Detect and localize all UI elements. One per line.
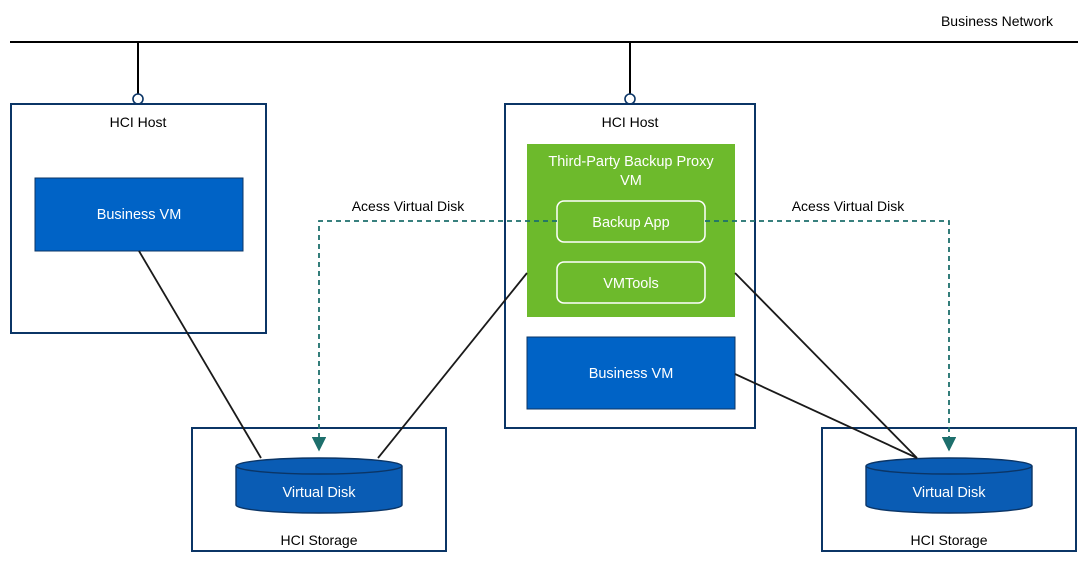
storage-title: HCI Storage: [280, 532, 357, 548]
link-proxy-to-right-disk: [734, 272, 918, 459]
business-vm-left: [34, 177, 244, 252]
access-label-right: Acess Virtual Disk: [792, 198, 906, 214]
storage-links: [138, 250, 918, 459]
business-vm-center: [526, 336, 736, 410]
port-connector-icon: [132, 93, 144, 105]
vmtools-box: [556, 261, 706, 304]
business-network: Business Network: [10, 13, 1078, 43]
storage-title: HCI Storage: [910, 532, 987, 548]
host-center-network-link: [624, 42, 636, 105]
host-title: HCI Host: [602, 114, 659, 130]
link-center-vm-to-right-disk: [734, 373, 918, 459]
access-path-right: Acess Virtual Disk: [705, 198, 957, 452]
host-title: HCI Host: [110, 114, 167, 130]
host-left-network-link: [132, 42, 144, 105]
hci-storage-right: Virtual Disk HCI Storage: [821, 427, 1077, 552]
link-proxy-to-left-disk: [377, 272, 528, 459]
virtual-disk-right: Virtual Disk: [865, 457, 1033, 514]
backup-proxy-vm: Third-Party Backup Proxy VM Backup App V…: [527, 144, 735, 317]
disk-icon-label: Virtual Disk: [912, 485, 986, 501]
virtual-disk-left: Virtual Disk: [235, 457, 403, 514]
business-vm-label: Business VM: [589, 366, 674, 382]
business-vm-label: Business VM: [97, 207, 182, 223]
access-label-left: Acess Virtual Disk: [352, 198, 466, 214]
access-path-left: Acess Virtual Disk: [311, 198, 557, 452]
proxy-title-line1: Third-Party Backup Proxy: [548, 154, 714, 170]
network-label: Business Network: [941, 13, 1054, 29]
vmtools-label: VMTools: [603, 276, 659, 292]
hci-host-center: HCI Host Third-Party Backup Proxy VM Bac…: [504, 103, 756, 429]
hci-host-left: HCI Host Business VM: [10, 103, 267, 334]
proxy-title-line2: VM: [620, 173, 642, 189]
port-connector-icon: [624, 93, 636, 105]
backup-app-label: Backup App: [592, 215, 669, 231]
disk-icon-label: Virtual Disk: [282, 485, 356, 501]
link-left-vm-to-left-disk: [138, 250, 262, 459]
